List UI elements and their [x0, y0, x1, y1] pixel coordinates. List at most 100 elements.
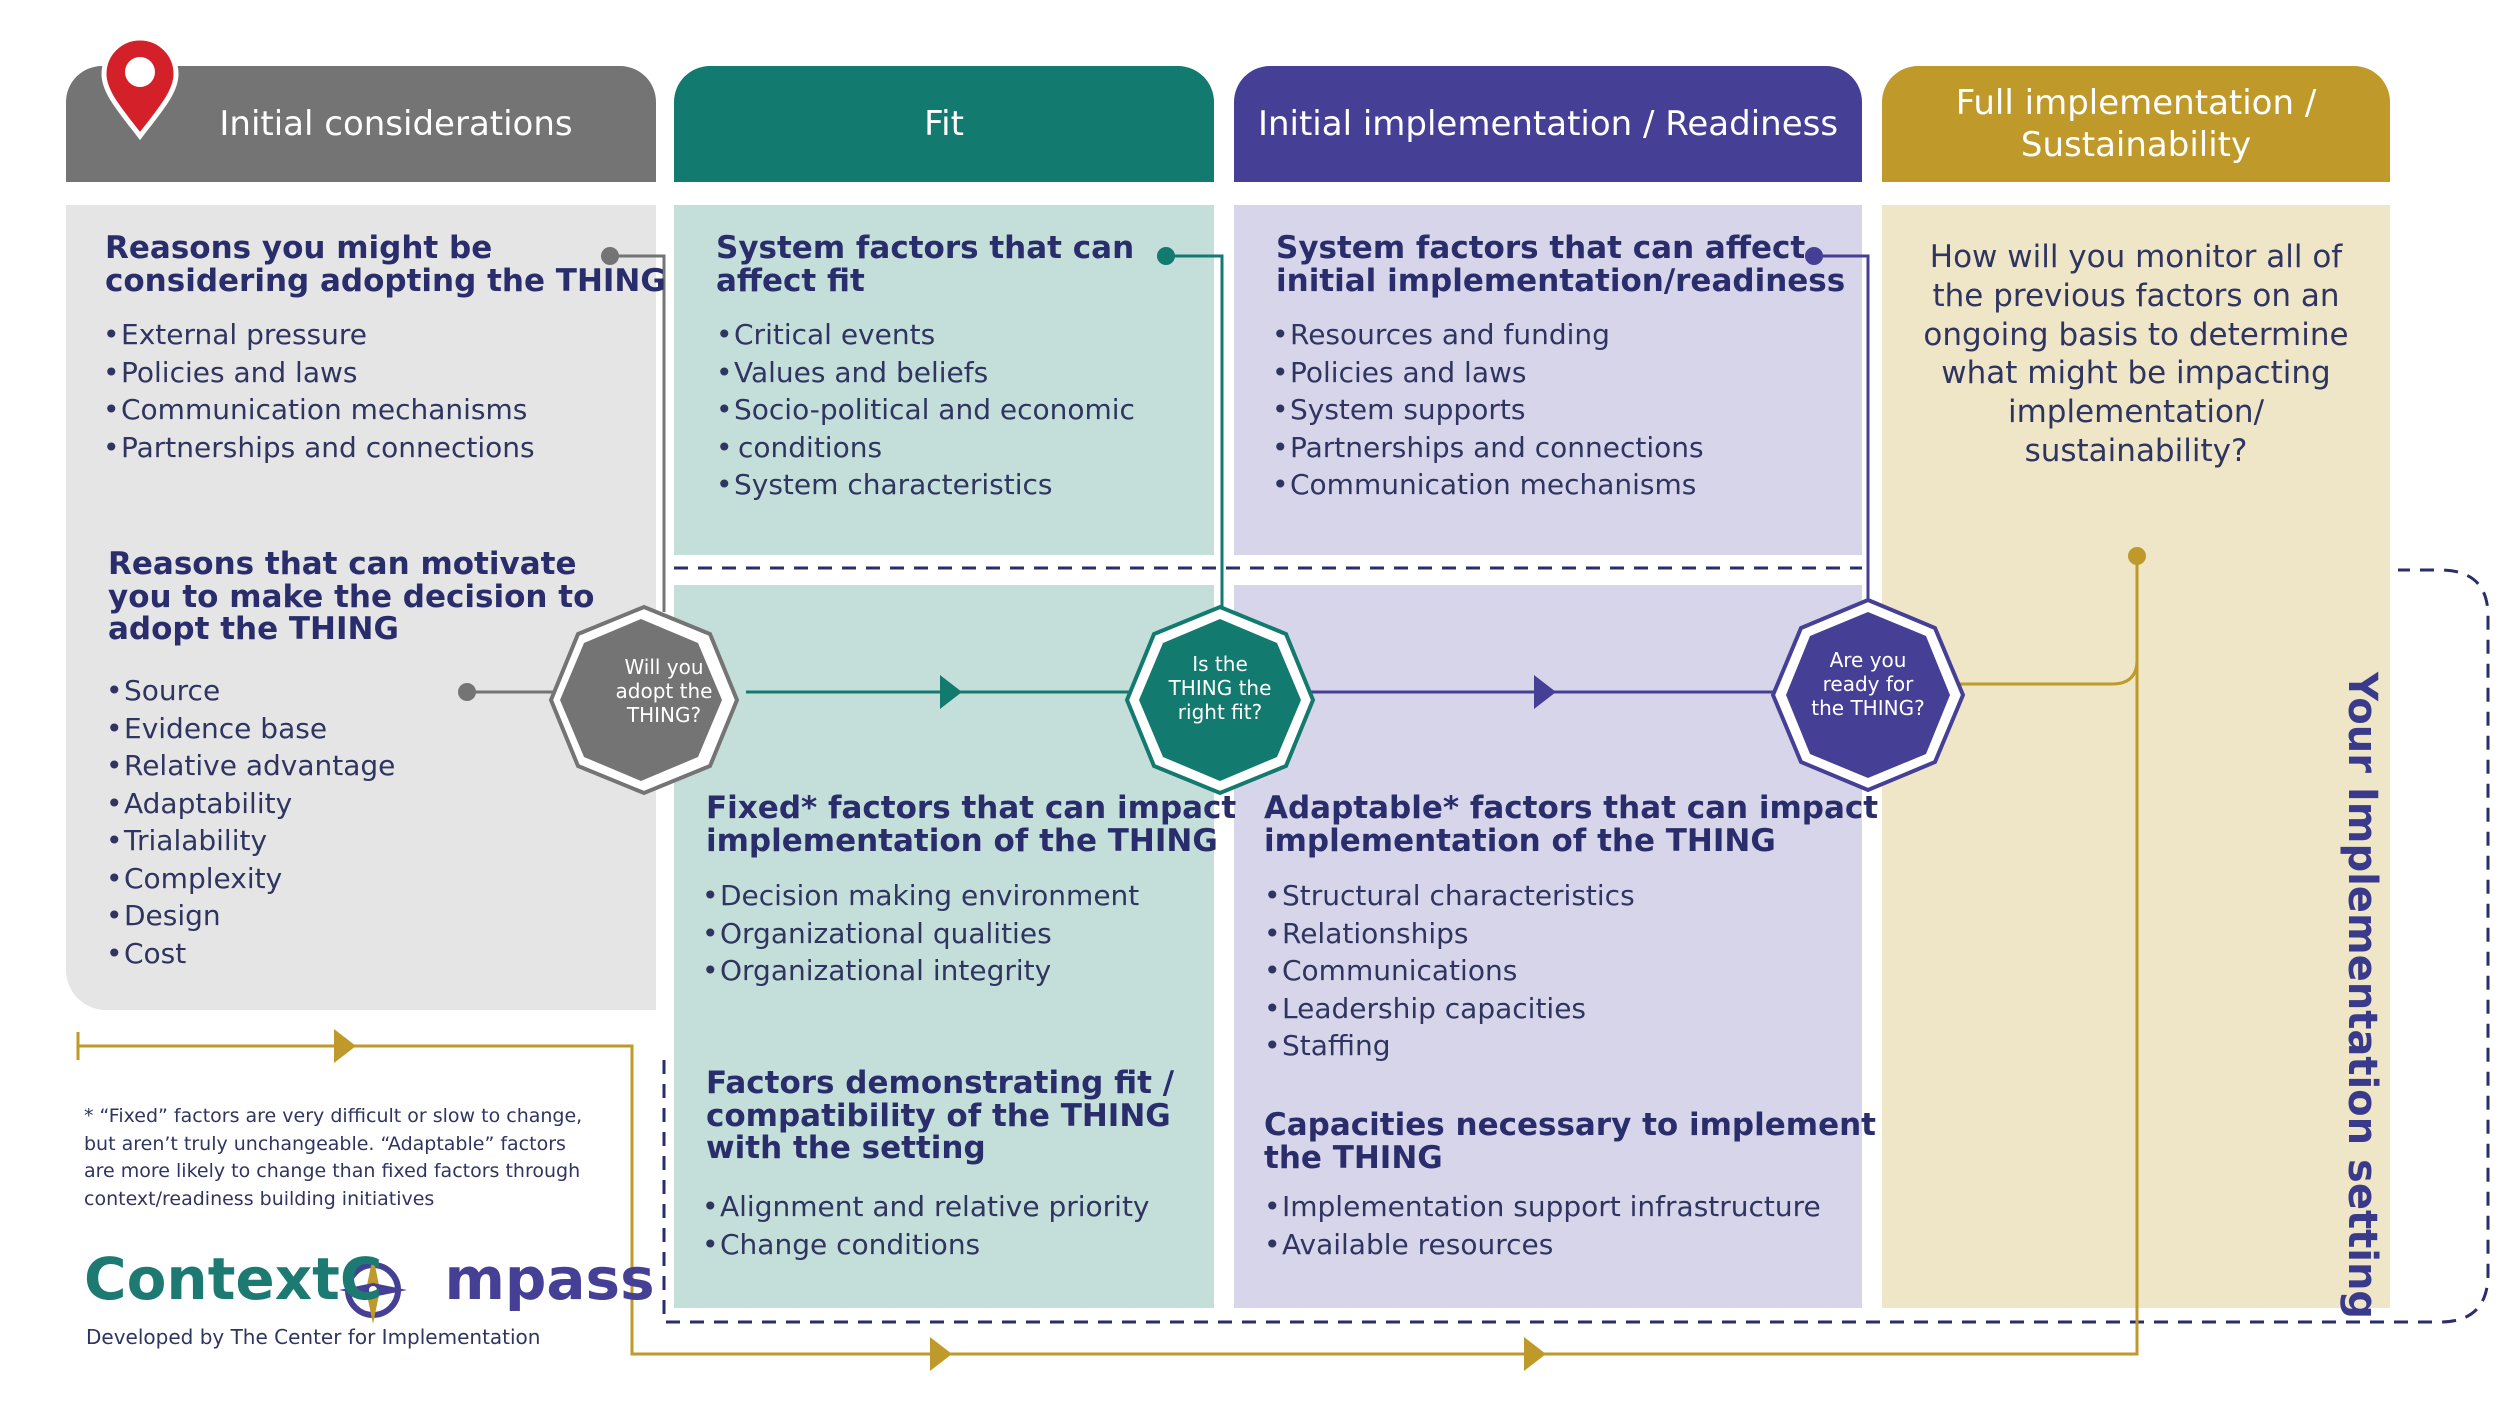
footnote-line4: context/readiness building initiatives: [84, 1187, 435, 1210]
initial-section1-title: Reasons you might be considering adoptin…: [105, 232, 666, 297]
list-item: Cost: [106, 935, 395, 973]
initial-section1-title-line1: Reasons you might be: [105, 230, 493, 266]
list-item: Trialability: [106, 822, 395, 860]
fit-section1-title-line1: System factors that can: [716, 230, 1135, 266]
header-initial-label: Initial considerations: [219, 103, 573, 144]
fit-section1-title: System factors that can affect fit: [716, 232, 1134, 297]
purple-arrow-head-icon: [1534, 675, 1556, 709]
readiness-section2-list: Structural characteristics Relationships…: [1264, 877, 1635, 1065]
fit-section3-list: Alignment and relative priority Change c…: [702, 1188, 1150, 1263]
initial-section2-title: Reasons that can motivate you to make th…: [108, 548, 594, 646]
fit-section3-title-line1: Factors demonstrating fit /: [706, 1065, 1175, 1101]
list-item: Relationships: [1264, 915, 1635, 953]
initial-section1-title-line2: considering adopting the THING: [105, 262, 666, 299]
list-item: Adaptability: [106, 785, 395, 823]
fit-section2-title-line2: implementation of the THING: [706, 822, 1218, 859]
list-item: Socio-political and economic: [716, 391, 1135, 429]
purple-connector-line: [1814, 254, 1870, 612]
readiness-section3-title-line1: Capacities necessary to implement: [1264, 1107, 1876, 1143]
octagon-ready: Are you ready for the THING?: [1770, 597, 1966, 793]
readiness-section1-title-line2: initial implementation/readiness: [1276, 262, 1846, 299]
initial-section2-title-line1: Reasons that can motivate: [108, 546, 577, 582]
gold-arrow-head-icon-2: [930, 1337, 952, 1371]
list-item: Policies and laws: [103, 354, 535, 392]
octagon-fit-text-3: right fit?: [1178, 700, 1262, 724]
initial-section2-title-line3: adopt the THING: [108, 611, 399, 648]
teal-connector-line: [1166, 254, 1224, 612]
header-initial-considerations: Initial considerations: [66, 66, 656, 182]
list-item: Leadership capacities: [1264, 990, 1635, 1028]
readiness-section2-title-line2: implementation of the THING: [1264, 822, 1776, 859]
list-item: Staffing: [1264, 1027, 1635, 1065]
header-full-label-line2: Sustainability: [2020, 125, 2252, 165]
full-implementation-question: How will you monitor all of the previous…: [1900, 238, 2372, 471]
gray-connector-line-top: [610, 254, 666, 612]
footnote-line1: * “Fixed” factors are very difficult or …: [84, 1105, 583, 1127]
fit-section3-title: Factors demonstrating fit / compatibilit…: [706, 1067, 1174, 1165]
header-readiness: Initial implementation / Readiness: [1234, 66, 1862, 182]
readiness-section3-list: Implementation support infrastructure Av…: [1264, 1188, 1821, 1263]
teal-arrow-head-icon: [940, 675, 962, 709]
octagon-fit-text-2: THING the: [1168, 676, 1272, 700]
question-line4: what might be impacting: [1941, 355, 2331, 392]
footnote-line3: are more likely to change than fixed fac…: [84, 1160, 581, 1183]
setting-boundary-dashed: [662, 568, 2490, 1324]
readiness-section3-title: Capacities necessary to implement the TH…: [1264, 1109, 1876, 1174]
fit-section3-title-line2: compatibility of the THING: [706, 1097, 1171, 1134]
initial-section2-title-line2: you to make the decision to: [108, 578, 595, 615]
list-item: Communication mechanisms: [1272, 466, 1704, 504]
header-fit: Fit: [674, 66, 1214, 182]
gold-connector-line-upper: [1952, 556, 2139, 686]
list-item: Decision making environment: [702, 877, 1139, 915]
fit-section1-list: Critical events Values and beliefs Socio…: [716, 316, 1135, 504]
octagon-adopt-text-3: THING?: [626, 703, 701, 727]
initial-section1-list: External pressure Policies and laws Comm…: [103, 316, 535, 466]
credit-text: Developed by The Center for Implementati…: [86, 1325, 541, 1349]
octagon-fit-text-1: Is the: [1192, 652, 1248, 676]
list-item: External pressure: [103, 316, 535, 354]
list-item: Communications: [1264, 952, 1635, 990]
question-line3: ongoing basis to determine: [1923, 316, 2349, 353]
octagon-ready-text-1: Are you: [1830, 648, 1907, 672]
question-line6: sustainability?: [2024, 432, 2248, 469]
list-item: Design: [106, 897, 395, 935]
header-full-label-line1: Full implementation /: [1955, 82, 2317, 123]
list-item: Alignment and relative priority: [702, 1188, 1150, 1226]
list-item: Organizational integrity: [702, 952, 1139, 990]
list-item: Source: [106, 672, 395, 710]
list-item: Change conditions: [702, 1226, 1150, 1264]
readiness-section1-title: System factors that can affect initial i…: [1276, 232, 1845, 297]
implementation-setting-label: Your Implementation setting: [2339, 672, 2385, 1320]
list-item: Organizational qualities: [702, 915, 1139, 953]
readiness-section3-title-line2: the THING: [1264, 1139, 1443, 1176]
list-item: Values and beliefs: [716, 354, 1135, 392]
footnote: * “Fixed” factors are very difficult or …: [84, 1103, 604, 1213]
readiness-section1-title-line1: System factors that can affect: [1276, 230, 1806, 266]
list-item: Evidence base: [106, 710, 395, 748]
list-item: Relative advantage: [106, 747, 395, 785]
octagon-ready-text-3: the THING?: [1811, 696, 1924, 720]
list-item: Partnerships and connections: [1272, 429, 1704, 467]
list-item: Partnerships and connections: [103, 429, 535, 467]
initial-section2-list: Source Evidence base Relative advantage …: [106, 672, 395, 972]
fit-section2-title-line1: Fixed* factors that can impact: [706, 790, 1237, 826]
header-fit-label: Fit: [924, 103, 964, 144]
list-item: Structural characteristics: [1264, 877, 1635, 915]
octagon-ready-text-2: ready for: [1823, 672, 1915, 696]
header-readiness-label: Initial implementation / Readiness: [1257, 103, 1839, 144]
location-pin-icon: [101, 35, 179, 141]
gold-arrow-head-icon-3: [1524, 1337, 1546, 1371]
list-item: Available resources: [1264, 1226, 1821, 1264]
readiness-section2-title-line1: Adaptable* factors that can impact: [1264, 790, 1879, 826]
question-line1: How will you monitor all of: [1929, 239, 2343, 275]
list-item-continued: conditions: [716, 429, 1135, 467]
list-item: Communication mechanisms: [103, 391, 535, 429]
readiness-section1-list: Resources and funding Policies and laws …: [1272, 316, 1704, 504]
list-item: System characteristics: [716, 466, 1135, 504]
octagon-fit: Is the THING the right fit?: [1124, 604, 1316, 796]
list-item: Complexity: [106, 860, 395, 898]
list-item: System supports: [1272, 391, 1704, 429]
question-line5: implementation/: [2007, 394, 2265, 430]
